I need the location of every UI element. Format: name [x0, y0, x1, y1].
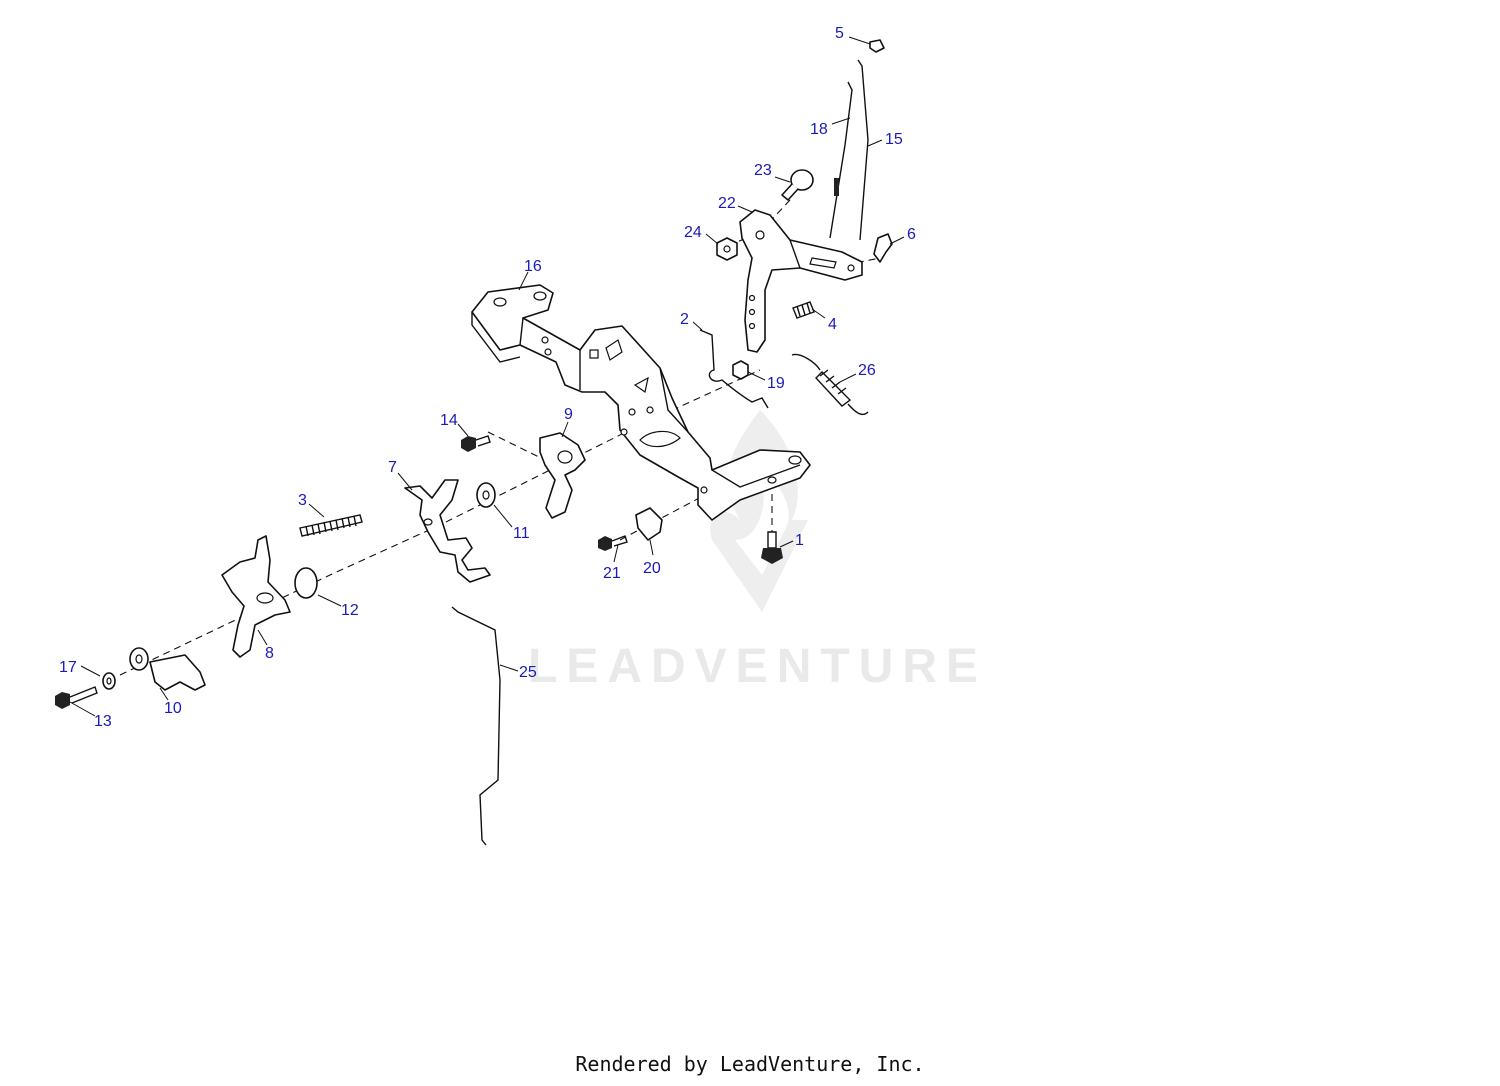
callout-5: 5 [835, 25, 844, 42]
main-mounting-bracket [471, 284, 811, 521]
callout-22: 22 [718, 195, 736, 212]
bolt-21 [598, 535, 628, 551]
callout-6: 6 [907, 226, 916, 243]
watermark-text: LEADVENTURE [528, 640, 987, 693]
callout-15: 15 [885, 131, 903, 148]
bolt-13 [55, 686, 98, 709]
callout-24: 24 [684, 224, 702, 241]
rods [451, 59, 869, 846]
hardware [55, 39, 893, 709]
callout-2: 2 [680, 311, 689, 328]
link-plate-10 [149, 654, 206, 691]
callout-labels: 1 2 3 4 5 6 7 8 9 10 11 12 13 14 15 16 1… [59, 25, 916, 730]
lever-arm-8 [221, 535, 291, 658]
knob-23 [781, 169, 814, 201]
callout-8: 8 [265, 645, 274, 662]
rod-15 [857, 59, 869, 241]
nut-19 [732, 360, 749, 380]
callout-13: 13 [94, 713, 112, 730]
callout-18: 18 [810, 121, 828, 138]
bolt-14 [461, 435, 491, 452]
control-lever [739, 209, 863, 353]
callout-16: 16 [524, 258, 542, 275]
callout-21: 21 [603, 565, 621, 582]
callout-14: 14 [440, 412, 458, 429]
callout-12: 12 [341, 602, 359, 619]
leader-lines [69, 36, 905, 717]
callout-7: 7 [388, 459, 397, 476]
callout-10: 10 [164, 700, 182, 717]
footer-credit: Rendered by LeadVenture, Inc. [575, 1052, 925, 1076]
spring-3 [299, 514, 363, 537]
pivot-bracket-9 [539, 432, 586, 519]
callout-25: 25 [519, 664, 537, 681]
callout-4: 4 [828, 316, 837, 333]
springs [299, 301, 869, 537]
rod-18 [829, 81, 853, 239]
clip-6 [873, 233, 893, 263]
rod-25 [451, 606, 501, 846]
clip-5 [869, 39, 885, 53]
callout-19: 19 [767, 375, 785, 392]
washers [102, 482, 496, 690]
callout-1: 1 [795, 532, 804, 549]
callout-9: 9 [564, 406, 573, 423]
clip-20 [635, 507, 663, 541]
callout-3: 3 [298, 492, 307, 509]
callout-26: 26 [858, 362, 876, 379]
callout-23: 23 [754, 162, 772, 179]
spring-4 [792, 301, 815, 319]
bolt-1 [761, 531, 783, 564]
torsion-spring-2 [699, 329, 769, 409]
callout-11: 11 [513, 525, 530, 542]
spring-26 [791, 353, 869, 416]
callout-17: 17 [59, 659, 77, 676]
washer-12 [294, 567, 318, 599]
lever-plate-7 [404, 479, 491, 583]
callout-20: 20 [643, 560, 661, 577]
